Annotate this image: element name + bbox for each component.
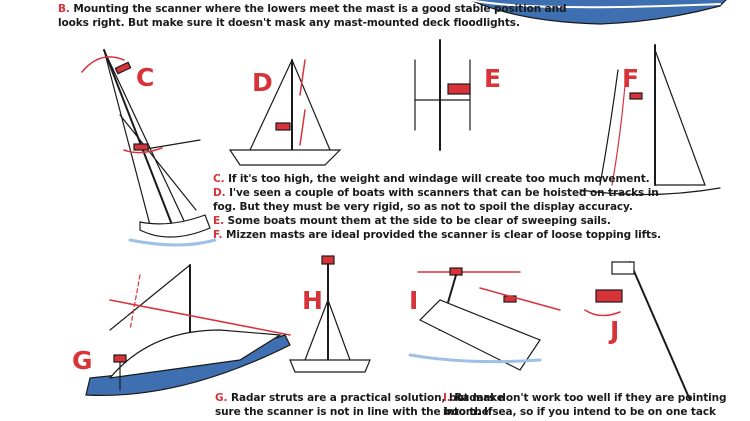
caption-c-text: If it's too high, the weight and windage… [228,173,650,185]
caption-c-letter: C. [213,173,225,185]
caption-i-line-2: into the sea, so if you intend to be on … [443,406,716,418]
caption-g-line-2: sure the scanner is not in line with the… [215,406,493,418]
figure-g-boat [85,264,291,396]
caption-g-letter: G. [215,392,228,404]
figure-label-j: J [610,316,620,345]
caption-i-line-1: Radars don't work too well if they are p… [454,392,727,404]
figure-label-c: C [136,63,155,92]
caption-e-letter: E. [213,215,224,227]
figure-i-boat [408,267,561,371]
caption-d-text: I've seen a couple of boats with scanner… [229,187,659,199]
figure-j-mast [584,261,691,401]
caption-b-line-1: Mounting the scanner where the lowers me… [73,3,567,15]
caption-i-letter: I. [443,392,451,404]
caption-d-text-continued: fog. But they must be very rigid, so as … [213,201,633,213]
figure-label-i: I [409,286,419,315]
figure-c-mast [81,49,217,247]
figure-label-e: E [484,64,502,93]
caption-b: B. Mounting the scanner where the lowers… [58,2,567,30]
caption-b-letter: B. [58,3,70,15]
figure-label-g: G [72,346,93,375]
figure-d-boat [228,59,342,166]
caption-e-text: Some boats mount them at the side to be … [227,215,611,227]
caption-f-letter: F. [213,229,223,241]
caption-g: G. Radar struts are a practical solution… [215,391,504,419]
figure-label-f: F [622,64,640,93]
figure-h-post [289,255,371,373]
caption-i: I. Radars don't work too well if they ar… [443,391,727,419]
caption-d-letter: D. [213,187,226,199]
top-boat-hull [469,0,727,25]
figure-f-sails [579,44,721,196]
caption-c-f: C. If it's too high, the weight and wind… [213,172,661,242]
caption-b-line-2: looks right. But make sure it doesn't ma… [58,17,520,29]
figure-e-mast [414,39,471,151]
figure-label-h: H [302,286,323,315]
caption-f-text: Mizzen masts are ideal provided the scan… [225,229,662,241]
caption-g-line-1: Radar struts are a practical solution, b… [230,392,504,404]
figure-label-d: D [252,68,273,97]
